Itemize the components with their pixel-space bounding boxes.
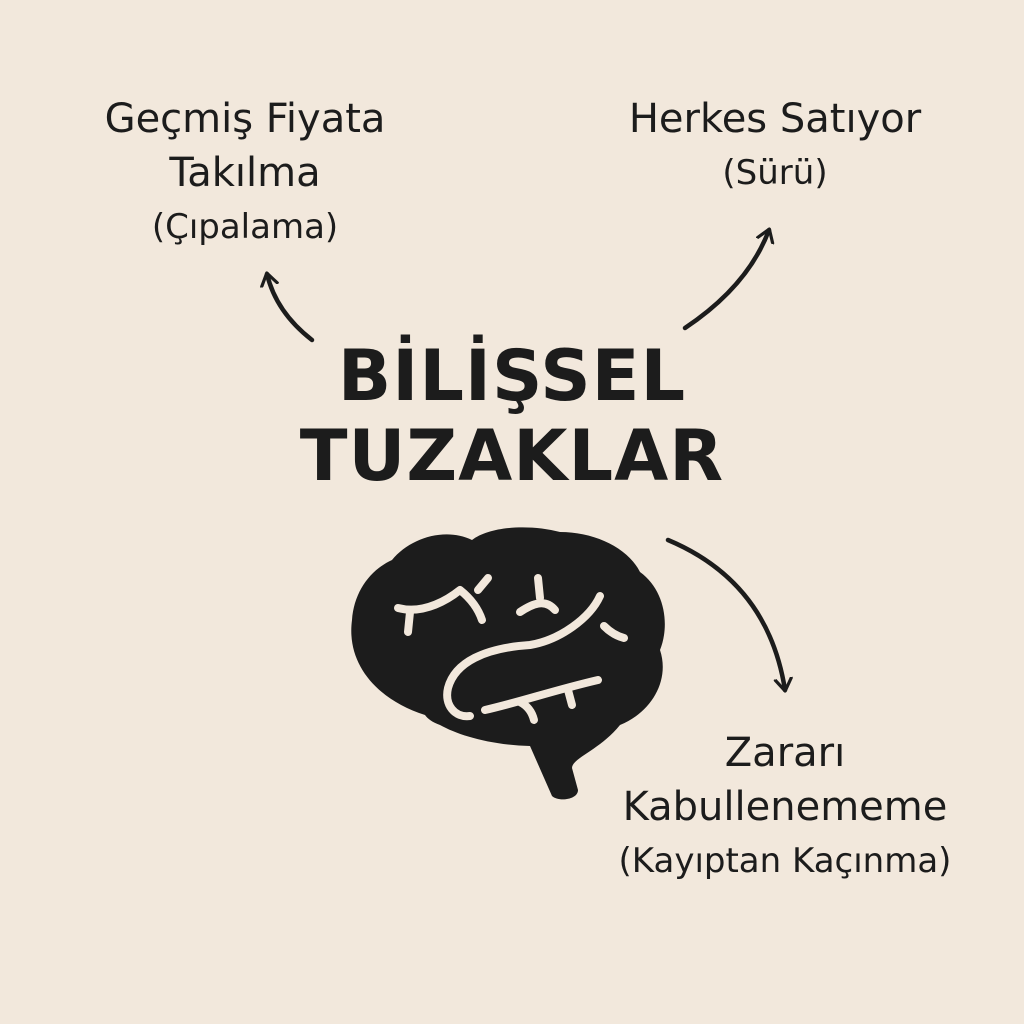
- node-anchoring-subtitle: (Çıpalama): [151, 207, 339, 247]
- node-anchoring-line-1: Geçmiş Fiyata: [104, 96, 386, 142]
- arrow-to-anchoring: [267, 274, 315, 343]
- node-herd: Herkes Satıyor (Sürü): [595, 92, 955, 200]
- node-anchoring: Geçmiş Fiyata Takılma (Çıpalama): [65, 92, 425, 254]
- node-loss-aversion-line-1: Zararı: [724, 730, 846, 776]
- arrow-to-herd: [682, 230, 769, 331]
- title-line-1: BİLİŞSEL: [337, 335, 687, 417]
- node-herd-line-1: Herkes Satıyor: [628, 96, 922, 142]
- arrow-to-loss-aversion: [665, 537, 785, 690]
- node-loss-aversion-line-2: Kabullenememe: [622, 784, 948, 830]
- node-loss-aversion-subtitle: (Kayıptan Kaçınma): [618, 841, 952, 881]
- title-line-2: TUZAKLAR: [299, 415, 725, 497]
- brain-icon: [351, 527, 665, 800]
- node-anchoring-line-2: Takılma: [169, 150, 321, 196]
- node-herd-subtitle: (Sürü): [722, 153, 828, 193]
- node-loss-aversion: Zararı Kabullenememe (Kayıptan Kaçınma): [575, 726, 995, 888]
- diagram-title: BİLİŞSEL TUZAKLAR: [262, 336, 762, 496]
